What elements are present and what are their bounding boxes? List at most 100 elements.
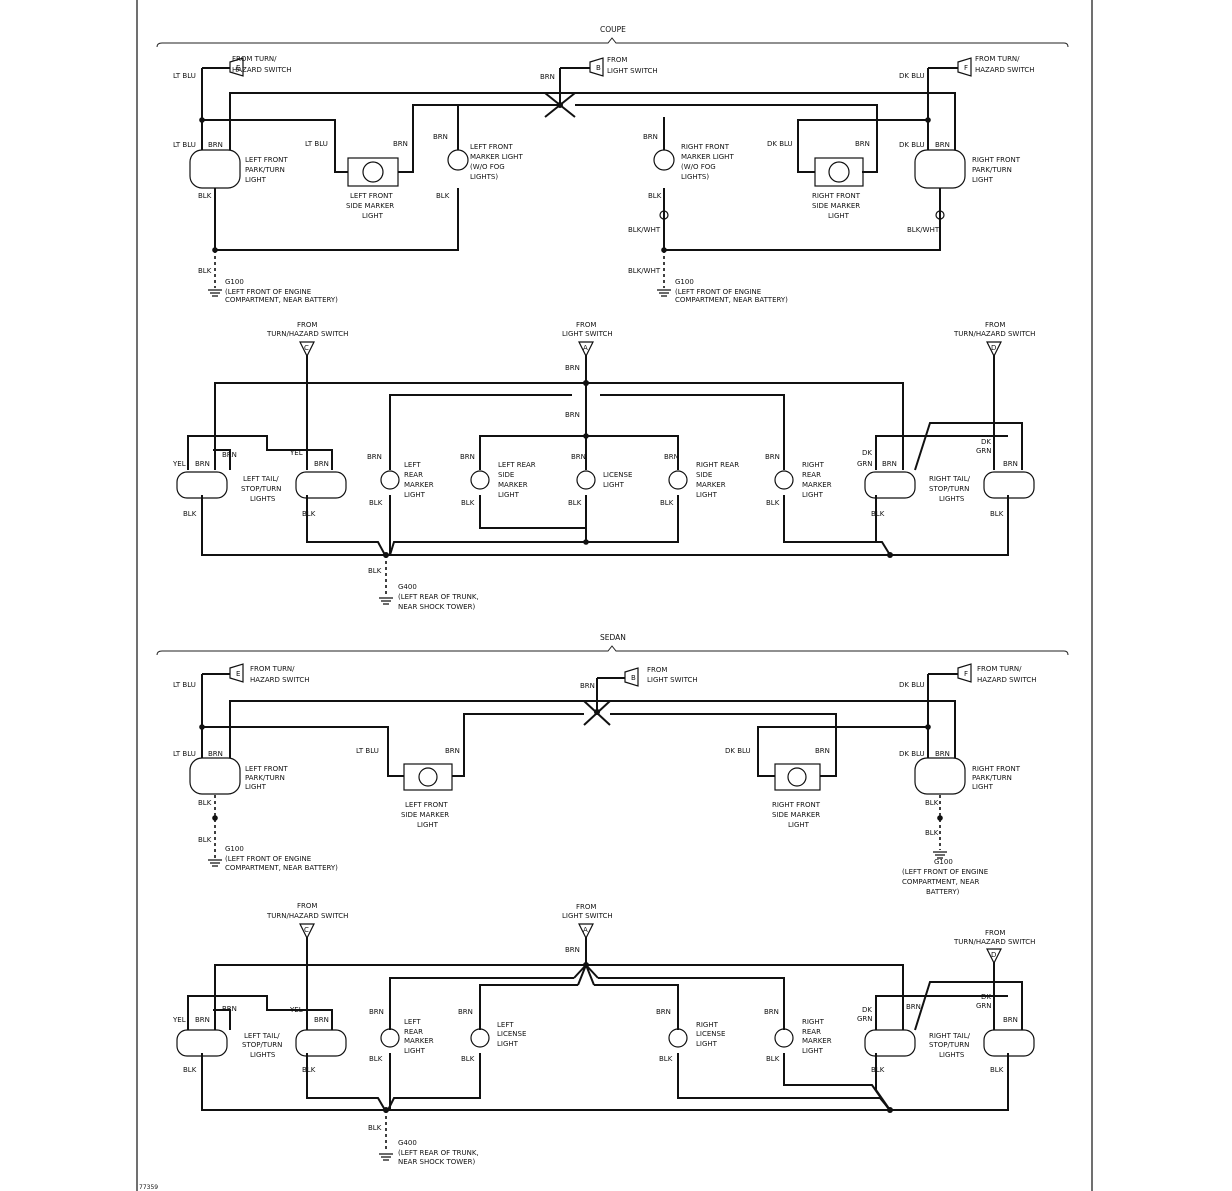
lamp-or-splice [887,552,893,558]
diagram-label: BLK [990,510,1004,518]
diagram-label: LIGHT [362,212,384,220]
diagram-label: STOP/TURN [929,485,969,493]
wire-segment [306,1053,386,1111]
diagram-label: STOP/TURN [241,485,281,493]
diagram-label: LIGHT [788,821,810,829]
diagram-label: LICENSE [696,1030,725,1038]
lamp-housing [189,757,241,795]
diagram-label: RIGHT TAIL/ [929,1032,971,1040]
diagram-label: COMPARTMENT, NEAR BATTERY) [225,296,338,304]
diagram-label: BRN [540,73,555,81]
diagram-label: LEFT TAIL/ [243,475,279,483]
diagram-label: COMPARTMENT, NEAR BATTERY) [225,864,338,872]
lamp-or-splice [199,117,205,123]
lamp-or-splice [583,380,589,386]
diagram-label: FROM [647,666,667,674]
diagram-label: GRN [857,1015,873,1023]
lamp-or-splice [418,767,438,787]
diagram-label: BRN [195,460,210,468]
diagram-label: BLK [925,799,939,807]
lamp-or-splice [668,470,688,490]
diagram-label: LIGHT [828,212,850,220]
diagram-label: BRN [369,1008,384,1016]
diagram-label: BRN [764,1008,779,1016]
diagram-label: BRN [222,1005,237,1013]
diagram-label: NEAR SHOCK TOWER) [398,603,475,611]
diagram-label: YEL [289,1006,303,1014]
diagram-label: LICENSE [497,1030,526,1038]
lamp-housing [403,763,453,791]
wire-segment [914,422,1023,471]
diagram-label: DK [862,1006,872,1014]
diagram-label: C [304,926,309,934]
wire-segment [573,964,599,986]
wire-segment [389,977,574,1030]
diagram-label: F [964,64,968,72]
diagram-label: PARK/TURN [972,166,1012,174]
diagram-label: FROM [985,929,1005,937]
diagram-label: BRN [580,682,595,690]
diagram-label: MARKER [696,481,726,489]
diagram-label: BRN [565,946,580,954]
lamp-housing [864,1029,916,1057]
diagram-label: A [583,926,588,934]
wire-segment [914,981,1023,1031]
diagram-label: MARKER LIGHT [470,153,523,161]
diagram-label: BLK [198,799,212,807]
diagram-label: LIGHTS [250,1051,276,1059]
diagram-label: BLK/WHT [628,267,661,275]
lamp-or-splice [380,470,400,490]
diagram-label: BLK [302,1066,316,1074]
diagram-label: (W/O FOG [681,163,716,171]
diagram-label: PARK/TURN [245,774,285,782]
diagram-label: HAZARD SWITCH [975,66,1035,74]
diagram-label: DK [981,438,991,446]
diagram-label: (LEFT REAR OF TRUNK, [398,593,479,601]
lamp-or-splice [212,247,218,253]
lamp-or-splice [937,815,943,821]
diagram-label: LEFT [497,1021,514,1029]
diagram-label: BLK [302,510,316,518]
wire-segment [578,341,594,358]
diagram-label: FROM [607,56,627,64]
diagram-label: LIGHT SWITCH [607,67,658,75]
wire-segment [379,597,393,605]
diagram-label: PARK/TURN [245,166,285,174]
diagram-label: LIGHT [603,481,625,489]
diagram-label: C [304,344,309,352]
diagram-label: BRN [433,133,448,141]
wire-segment [783,1053,889,1109]
diagram-label: PARK/TURN [972,774,1012,782]
lamp-or-splice [583,539,589,545]
diagram-label: REAR [404,471,423,479]
diagram-label: MARKER [404,481,434,489]
wire-segment [957,57,972,77]
lamp-or-splice [583,962,589,968]
diagram-label: E [236,64,240,72]
wire-segment [201,1053,1009,1111]
diagram-label: LT BLU [173,141,196,149]
wire-segment [187,995,333,1030]
diagram-label: LIGHTS [939,495,965,503]
diagram-label: RIGHT TAIL/ [929,475,971,483]
diagram-label: LIGHT SWITCH [562,330,613,338]
diagram-label: BRN [935,141,950,149]
wire-segment [586,495,679,543]
lamp-or-splice [583,433,589,439]
diagram-label: BRN [393,140,408,148]
diagram-label: FROM TURN/ [232,55,277,63]
diagram-label: FROM [297,321,317,329]
wire-segment [229,57,244,77]
diagram-label: LIGHT [696,1040,718,1048]
wire-segment [875,495,882,543]
diagram-label: LIGHT [498,491,520,499]
diagram-label: (LEFT FRONT OF ENGINE [225,855,311,863]
lamp-or-splice [925,724,931,730]
lamp-or-splice [828,161,850,183]
coupe-section-title: COUPE [600,25,626,34]
diagram-label: BLK [766,1055,780,1063]
diagram-label: STOP/TURN [929,1041,969,1049]
diagram-label: RIGHT FRONT [681,143,730,151]
